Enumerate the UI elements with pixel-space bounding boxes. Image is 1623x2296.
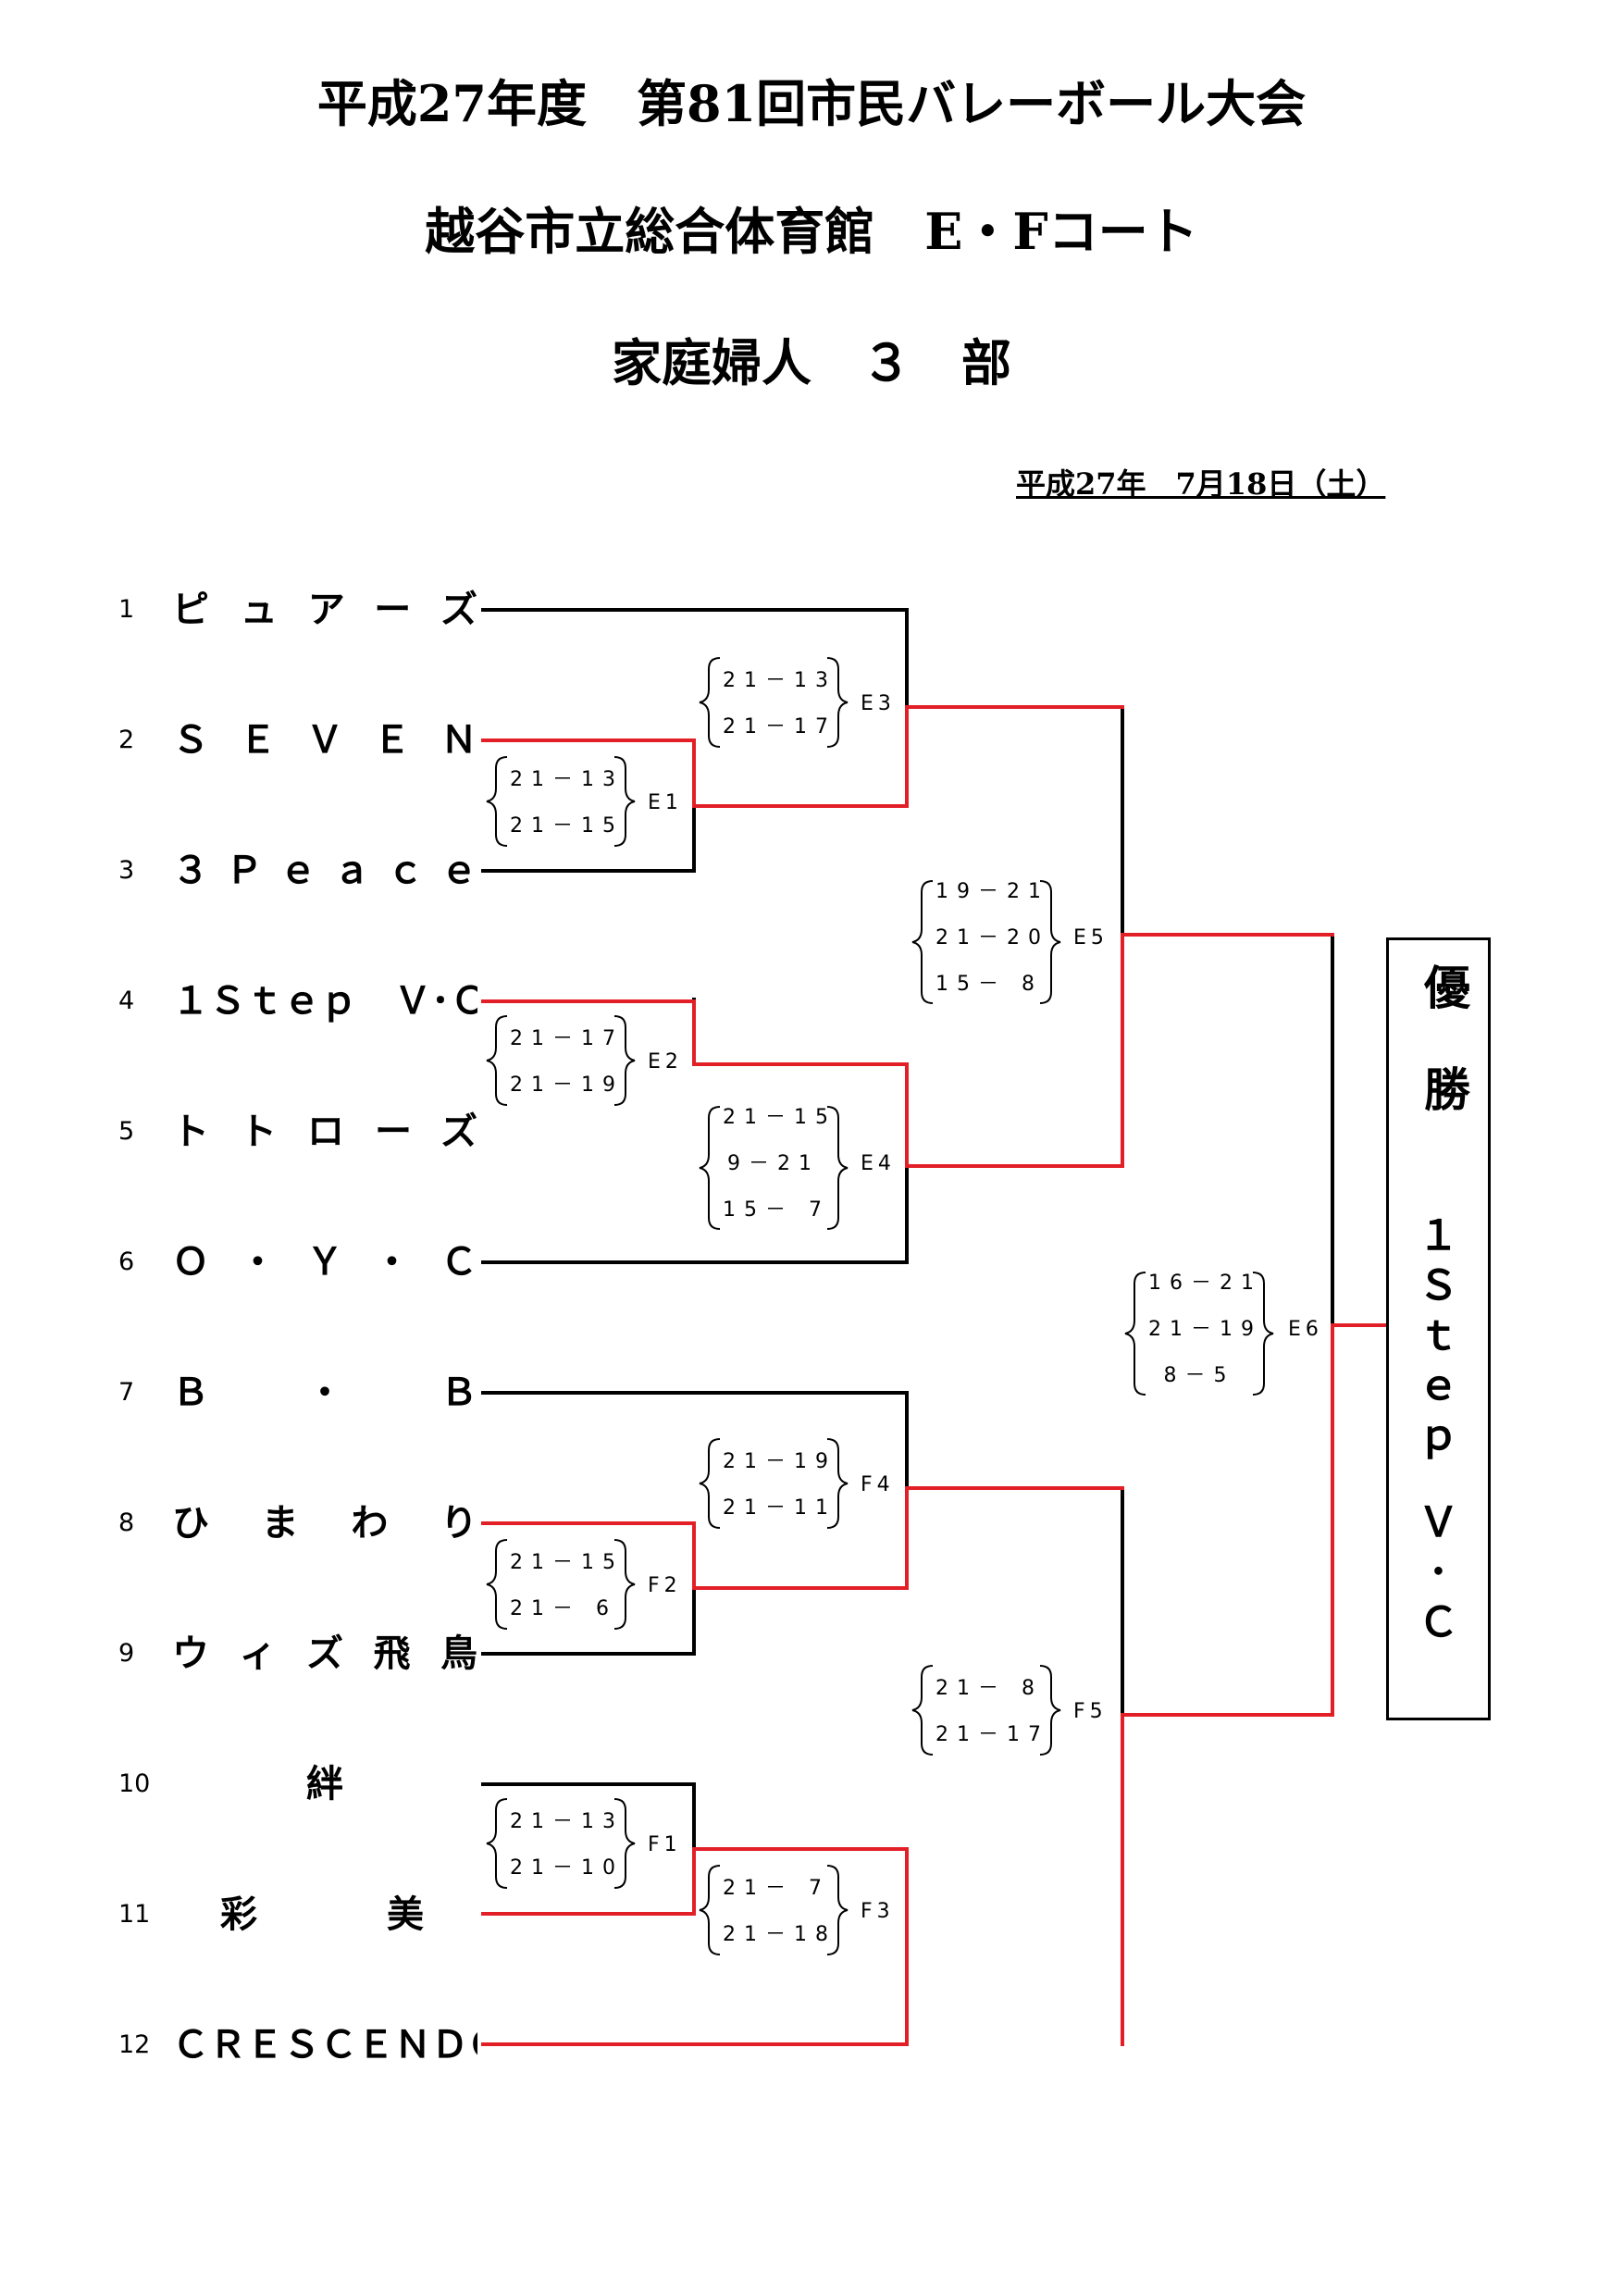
match-score: 8－5 — [1163, 1364, 1235, 1387]
champion-label-char: 優勝 — [1417, 963, 1471, 1167]
match-label: E6 — [1288, 1318, 1323, 1341]
match-score: 21－11 — [723, 1496, 836, 1520]
team-name: １Ｓｔｅｐ Ｖ･Ｃ — [172, 980, 477, 1023]
match-label: E3 — [861, 692, 896, 715]
team-seed: 7 — [118, 1378, 135, 1407]
match-label: E5 — [1073, 926, 1109, 949]
team-name: ピュアーズ — [172, 589, 477, 631]
team-seed: 12 — [118, 2030, 151, 2059]
venue-title: 越谷市立総合体育館 E・Fコート — [425, 202, 1198, 261]
champion-name-char: ｅ — [1418, 1362, 1459, 1409]
match-score: 21－17 — [723, 715, 836, 738]
match-score: 9－21 — [727, 1152, 820, 1175]
match-score: 21－19 — [510, 1074, 624, 1097]
team-seed: 8 — [118, 1508, 135, 1537]
score-braces — [486, 657, 1274, 1955]
team-name: Ｏ・Ｙ・Ｃ — [172, 1241, 477, 1284]
match-score: 21－ 7 — [723, 1877, 830, 1900]
match-label: E1 — [648, 791, 683, 814]
team-name: Ｂ・Ｂ — [172, 1371, 477, 1414]
match-score: 21－18 — [723, 1923, 836, 1946]
match-score: 21－ 8 — [935, 1677, 1043, 1700]
match-score: 21－15 — [723, 1106, 836, 1129]
champion-box: 優勝 １ Ｓ ｔ ｅ ｐ Ｖ ･ Ｃ — [1386, 937, 1491, 1720]
team-seed: 6 — [118, 1247, 135, 1276]
team-seed: 5 — [118, 1117, 135, 1146]
champion-name-char: ｔ — [1418, 1312, 1459, 1359]
match-score: 21－19 — [1148, 1318, 1262, 1341]
champion-name-char: Ｖ — [1418, 1499, 1459, 1546]
team-name: ＣＲＥＳＣＥＮＤＯ — [172, 2024, 477, 2066]
match-score: 21－ 6 — [510, 1597, 617, 1620]
match-score: 21－15 — [510, 814, 624, 838]
team-name: ＳＥＶＥＮ — [172, 719, 477, 762]
team-seed: 11 — [118, 1900, 151, 1929]
team-name: ひまわり — [172, 1502, 477, 1545]
champion-name: １ Ｓ ｔ ｅ ｐ Ｖ ･ Ｃ — [1389, 1211, 1488, 1648]
champion-name-char: Ｓ — [1418, 1262, 1459, 1309]
champion-name-char: ｐ — [1418, 1412, 1459, 1459]
match-score: 21－20 — [935, 926, 1049, 949]
match-label: F3 — [861, 1900, 895, 1923]
division-title: 家庭婦人 ３ 部 — [612, 333, 1011, 392]
match-label: F2 — [648, 1574, 682, 1597]
match-score: 16－21 — [1148, 1272, 1262, 1295]
champion-name-char: Ｃ — [1418, 1599, 1459, 1646]
champion-label: 優勝 — [1389, 959, 1488, 1172]
team-seed: 10 — [118, 1769, 151, 1798]
champion-name-char: １ — [1418, 1212, 1459, 1260]
match-label: F4 — [861, 1473, 895, 1496]
match-label: F5 — [1073, 1700, 1108, 1723]
team-name: ３Ｐｅａｃｅ — [172, 850, 477, 892]
match-label: F1 — [648, 1833, 682, 1856]
match-score: 15－ 7 — [723, 1198, 830, 1222]
team-seed: 3 — [118, 856, 135, 885]
match-score: 21－13 — [723, 669, 836, 692]
team-seed: 9 — [118, 1639, 135, 1668]
match-score: 15－ 8 — [935, 973, 1043, 996]
team-name: 絆 — [306, 1763, 343, 1806]
champion-name-char — [1389, 1461, 1488, 1498]
match-score: 21－19 — [723, 1450, 836, 1473]
tournament-title: 平成27年度 第81回市民バレーボール大会 — [316, 74, 1307, 133]
team-name: 彩美 — [220, 1893, 424, 1936]
match-score: 21－15 — [510, 1551, 624, 1574]
match-score: 19－21 — [935, 880, 1049, 903]
team-seed: 1 — [118, 595, 135, 624]
match-score: 21－17 — [935, 1723, 1049, 1746]
event-date: 平成27年 7月18日（土） — [1016, 466, 1386, 502]
match-label: E2 — [648, 1050, 683, 1074]
match-score: 21－13 — [510, 768, 624, 791]
match-label: E4 — [861, 1152, 896, 1175]
team-name: トトローズ — [172, 1111, 477, 1153]
team-seed: 4 — [118, 987, 135, 1015]
team-name: ウィズ飛鳥 — [172, 1632, 477, 1675]
match-score: 21－13 — [510, 1810, 624, 1833]
champion-name-char: ･ — [1428, 1549, 1449, 1596]
match-score: 21－17 — [510, 1027, 624, 1050]
team-seed: 2 — [118, 726, 135, 754]
bracket-winner-lines — [481, 705, 1388, 2046]
match-score: 21－10 — [510, 1856, 624, 1880]
